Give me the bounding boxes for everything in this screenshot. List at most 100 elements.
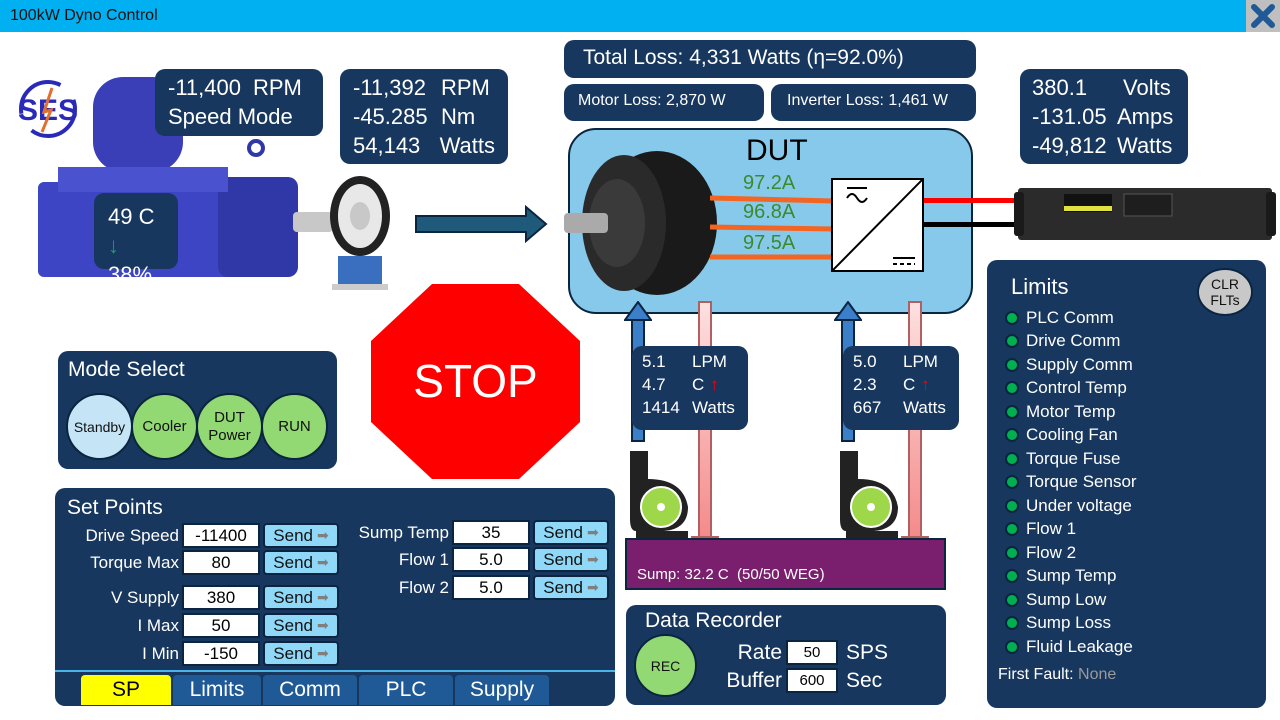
limit-label: Sump Temp: [1026, 566, 1117, 586]
status-led-icon: [1005, 334, 1019, 349]
first-fault-label: First Fault:: [998, 666, 1074, 683]
limit-label: Supply Comm: [1026, 354, 1133, 374]
power-flow-arrow-icon: [414, 204, 550, 249]
inverter-loss-display: Inverter Loss: 1,461 W: [771, 84, 976, 121]
loop2-flow: 5.0: [853, 352, 877, 371]
sump-temp-send-button[interactable]: Send➡: [533, 520, 609, 545]
flow-1-send-button[interactable]: Send➡: [533, 547, 609, 572]
limit-label: Cooling Fan: [1026, 425, 1118, 445]
tab-comm[interactable]: Comm: [263, 675, 357, 705]
status-led-icon: [1005, 381, 1019, 396]
i-max-input[interactable]: [182, 613, 260, 638]
limit-label: Fluid Leakage: [1026, 636, 1133, 656]
send-arrow-icon: ➡: [586, 579, 599, 595]
title-bar: [0, 0, 1280, 32]
status-led-icon: [1005, 545, 1019, 560]
mode-standby-button[interactable]: Standby: [66, 393, 133, 460]
limit-label: Torque Sensor: [1026, 472, 1137, 492]
limit-under-voltage: Under voltage: [1005, 494, 1137, 518]
i-min-send-button[interactable]: Send➡: [263, 641, 339, 666]
loop1-power: 1414: [642, 398, 680, 417]
send-arrow-icon: ➡: [586, 524, 599, 540]
tab-sp[interactable]: SP: [81, 675, 171, 705]
status-led-icon: [1005, 451, 1019, 466]
send-label: Send: [273, 615, 313, 635]
motor-loss-display: Motor Loss: 2,870 W: [564, 84, 764, 121]
flow-1-input[interactable]: [452, 547, 530, 572]
drive-mode: Speed Mode: [168, 104, 293, 129]
close-x-icon: [1251, 4, 1275, 28]
clear-faults-button[interactable]: CLR FLTs: [1197, 268, 1253, 316]
v-supply-send-button[interactable]: Send➡: [263, 585, 339, 610]
v-supply-input[interactable]: [182, 585, 260, 610]
coolant-up-arrow-1-icon: [623, 300, 653, 326]
torque-max-input[interactable]: [182, 550, 260, 575]
watts-unit: Watts: [1117, 133, 1173, 158]
limit-label: Drive Comm: [1026, 331, 1121, 351]
limit-torque-sensor: Torque Sensor: [1005, 471, 1137, 495]
sump-temp-input[interactable]: [452, 520, 530, 545]
limits-title: Limits: [1011, 274, 1069, 299]
clear-faults-label-2: FLTs: [1210, 292, 1240, 308]
close-button[interactable]: [1246, 0, 1280, 32]
limits-list: PLC Comm Drive Comm Supply Comm Control …: [1005, 306, 1137, 659]
loop1-delta-t: 4.7: [642, 375, 666, 394]
data-recorder-title: Data Recorder: [645, 609, 782, 632]
i-max-label: I Max: [137, 615, 179, 635]
loop1-temp-up-arrow-icon: ↑: [710, 375, 719, 394]
stop-button[interactable]: STOP: [371, 284, 580, 479]
i-min-input[interactable]: [182, 641, 260, 666]
limit-label: Control Temp: [1026, 378, 1127, 398]
rate-input[interactable]: [786, 640, 838, 665]
status-led-icon: [1005, 357, 1019, 372]
data-recorder-panel: Data Recorder REC Rate SPS Buffer Sec: [626, 605, 946, 705]
send-label: Send: [273, 525, 313, 545]
set-points-title: Set Points: [67, 496, 163, 519]
rate-label: Rate: [737, 640, 782, 664]
amps-unit: Amps: [1117, 104, 1174, 129]
loop2-power-unit: Watts: [903, 398, 946, 417]
supply-amps: -131.05: [1032, 104, 1107, 129]
mode-dut-power-button[interactable]: DUT Power: [196, 393, 263, 460]
buffer-label: Buffer: [726, 668, 782, 692]
phase-lines: [709, 195, 835, 265]
limit-sump-low: Sump Low: [1005, 588, 1137, 612]
flow-2-input[interactable]: [452, 575, 530, 600]
mode-select-panel: Mode Select Standby Cooler DUT Power RUN: [58, 351, 337, 469]
loop2-delta-t: 2.3: [853, 375, 877, 394]
inverter-symbol-icon: [831, 178, 924, 272]
drive-speed-send-button[interactable]: Send➡: [263, 523, 339, 548]
torque-unit: Nm: [441, 104, 476, 129]
limit-control-temp: Control Temp: [1005, 377, 1137, 401]
torque-max-send-button[interactable]: Send➡: [263, 550, 339, 575]
dut-motor-image: [562, 148, 718, 298]
dc-positive-line: [924, 198, 1016, 203]
tab-plc[interactable]: PLC: [359, 675, 453, 705]
torque-sensor-image: [326, 176, 394, 294]
limit-label: Sump Loss: [1026, 613, 1112, 633]
i-max-send-button[interactable]: Send➡: [263, 613, 339, 638]
loop1-delta-t-unit: C: [692, 375, 705, 394]
limit-label: Sump Low: [1026, 589, 1107, 609]
buffer-input[interactable]: [786, 668, 838, 693]
mode-run-button[interactable]: RUN: [261, 393, 328, 460]
limit-torque-fuse: Torque Fuse: [1005, 447, 1137, 471]
flow-2-send-button[interactable]: Send➡: [533, 575, 609, 600]
rec-button[interactable]: REC: [634, 634, 697, 697]
tab-limits[interactable]: Limits: [173, 675, 261, 705]
limit-plc-comm: PLC Comm: [1005, 306, 1137, 330]
coolant-up-arrow-2-icon: [833, 300, 863, 326]
rpm-unit: RPM: [441, 75, 490, 100]
tab-supply[interactable]: Supply: [455, 675, 549, 705]
sump-tank: Sump: 32.2 C (50/50 WEG): [625, 538, 946, 590]
drive-speed-input[interactable]: [182, 523, 260, 548]
limit-flow-1: Flow 1: [1005, 518, 1137, 542]
flow-1-label: Flow 1: [398, 549, 449, 569]
dyno-load: 38%: [108, 262, 153, 287]
mode-cooler-button[interactable]: Cooler: [131, 393, 198, 460]
power-unit: Watts: [439, 133, 495, 158]
